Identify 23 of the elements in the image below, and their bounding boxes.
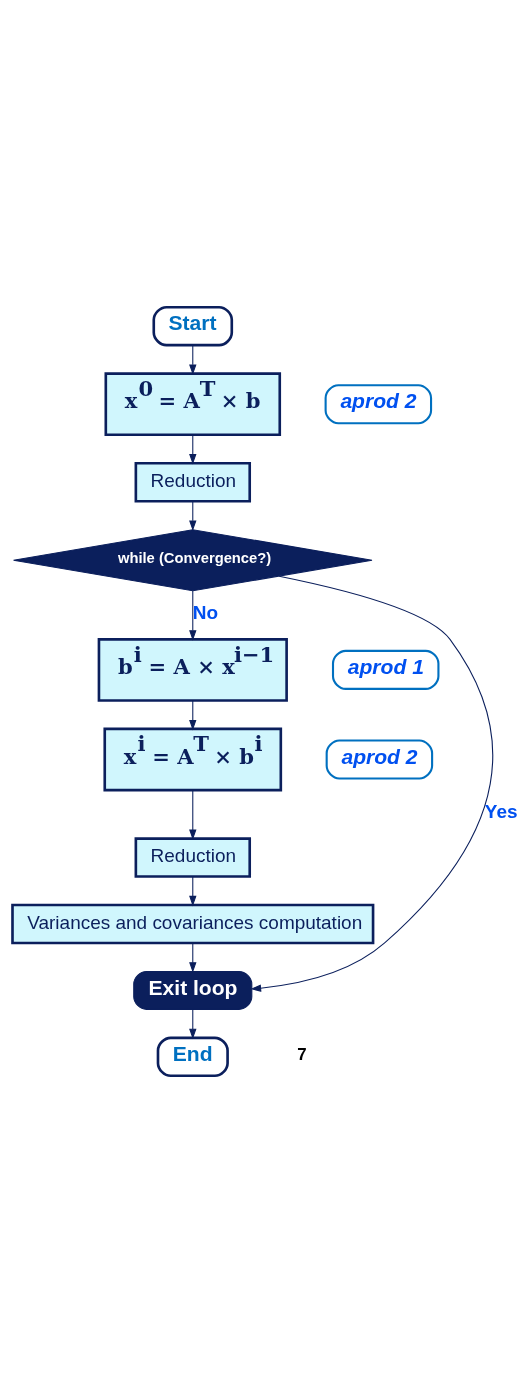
node-box: aprod 2	[325, 739, 434, 780]
node-box: Variances and covariances computation	[11, 903, 375, 945]
edge-label: No	[192, 601, 219, 623]
arrow	[250, 575, 494, 992]
arrow	[189, 942, 197, 973]
edge-label: Yes	[484, 800, 518, 822]
node-box: Reduction	[134, 461, 252, 503]
node-box: Reduction	[134, 837, 252, 878]
label: 7	[297, 1044, 307, 1064]
arrow	[189, 789, 197, 840]
arrow	[189, 434, 197, 465]
arrow	[189, 700, 197, 731]
node-box: aprod 2	[324, 384, 433, 425]
node-box: End	[156, 1036, 229, 1078]
arrow	[189, 500, 197, 532]
arrow	[189, 590, 197, 641]
arrow	[189, 1009, 197, 1040]
node-box: Exit loop	[133, 970, 253, 1010]
arrow	[189, 344, 197, 376]
node-box: aprod 1	[331, 649, 440, 690]
arrow	[189, 876, 197, 907]
node-diamond: while (Convergence?)	[13, 529, 373, 592]
node-box: Start	[152, 305, 234, 347]
